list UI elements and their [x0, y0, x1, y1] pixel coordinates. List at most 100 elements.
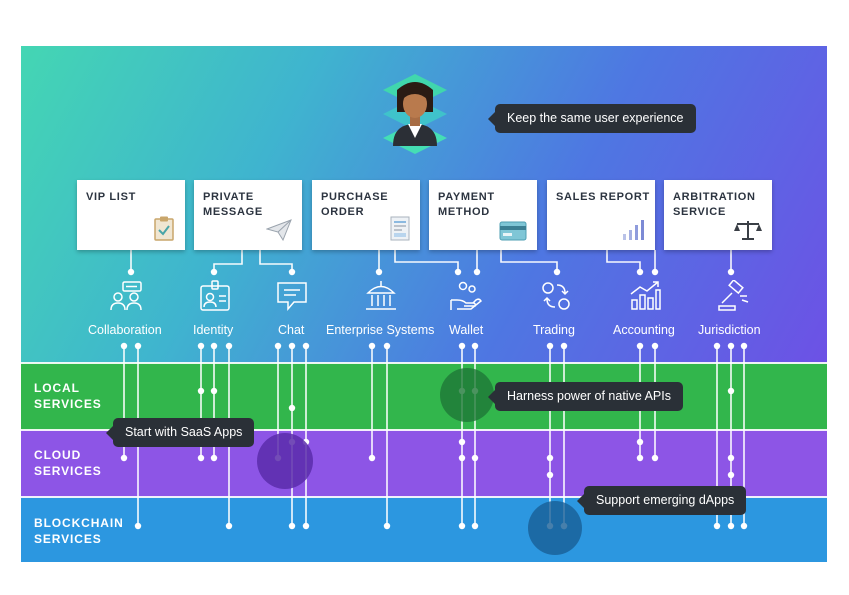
wire-top-dot	[740, 342, 748, 350]
wire-end-dot	[134, 522, 142, 530]
id-badge-icon	[200, 280, 230, 311]
category-chat: Chat	[278, 323, 305, 337]
wire-top-dot	[368, 342, 376, 350]
wire-top-dot	[288, 342, 296, 350]
band-junction-dot	[458, 454, 466, 462]
card-connector	[394, 250, 459, 272]
card-purchase-order[interactable]: PURCHASE ORDER	[312, 180, 420, 250]
card-title: ARBITRATION SERVICE	[673, 191, 756, 218]
saas-apps-callout: Start with SaaS Apps	[105, 418, 255, 447]
junction-dot	[651, 268, 659, 276]
native-apis-callout: Harness power of native APIs	[488, 382, 683, 411]
band-label-blockchain: BLOCKCHAIN SERVICES	[34, 516, 124, 546]
wire-top-dot	[560, 342, 568, 350]
category-enterprise-systems: Enterprise Systems	[326, 323, 435, 337]
junction-dot	[473, 268, 481, 276]
card-connector	[606, 250, 641, 272]
band-divider	[21, 496, 827, 498]
band-divider	[21, 362, 827, 364]
category-wallet: Wallet	[449, 323, 484, 337]
band-junction-dot	[727, 454, 735, 462]
band-divider	[21, 429, 827, 431]
card-title: VIP LIST	[86, 191, 137, 203]
growth-chart-icon	[630, 281, 661, 310]
wire-top-dot	[546, 342, 554, 350]
band-label-cloud: CLOUD SERVICES	[34, 448, 102, 478]
wire-top-dot	[197, 342, 205, 350]
credit-card-icon	[499, 221, 527, 241]
junction-dot	[454, 268, 462, 276]
dapps-highlight	[528, 501, 582, 555]
band-junction-dot	[197, 387, 205, 395]
category-accounting: Accounting	[613, 323, 675, 337]
collaboration-icon	[110, 281, 142, 311]
wire-end-dot	[471, 522, 479, 530]
wallet-icon	[450, 281, 483, 310]
card-connector	[213, 250, 243, 272]
wire-end-dot	[713, 522, 721, 530]
category-identity: Identity	[193, 323, 234, 337]
wire-top-dot	[274, 342, 282, 350]
card-payment-method[interactable]: PAYMENT METHOD	[429, 180, 537, 250]
card-title: PAYMENT METHOD	[438, 191, 495, 218]
wire-top-dot	[471, 342, 479, 350]
band-junction-dot	[727, 471, 735, 479]
native-api-highlight	[440, 368, 494, 422]
wire-end-dot	[383, 522, 391, 530]
band-junction-dot	[546, 471, 554, 479]
wire-end-dot	[288, 522, 296, 530]
wire-end-dot	[225, 522, 233, 530]
junction-dot	[727, 268, 735, 276]
wire-top-dot	[636, 342, 644, 350]
wire-top-dot	[383, 342, 391, 350]
architecture-diagram: LOCAL SERVICES CLOUD SERVICES BLOCKCHAIN…	[21, 46, 827, 562]
gavel-icon	[718, 280, 749, 311]
wire-top-dot	[120, 342, 128, 350]
band-label-local: LOCAL SERVICES	[34, 381, 102, 411]
card-vip-list[interactable]: VIP LIST	[77, 180, 185, 250]
bank-icon	[366, 281, 396, 310]
wire-end-dot	[368, 454, 376, 462]
wire-end-dot	[197, 454, 205, 462]
bar-chart-icon	[623, 220, 644, 240]
card-connector	[259, 250, 293, 272]
card-private-message[interactable]: PRIVATE MESSAGE	[194, 180, 302, 250]
chat-bubble-icon	[277, 282, 307, 312]
wire-end-dot	[120, 454, 128, 462]
wire-end-dot	[210, 454, 218, 462]
wire-top-dot	[134, 342, 142, 350]
exchange-icon	[542, 282, 570, 310]
user-avatar-icon	[383, 74, 447, 154]
scales-icon	[734, 221, 762, 240]
card-title: PRIVATE MESSAGE	[203, 191, 263, 218]
band-junction-dot	[471, 454, 479, 462]
junction-dot	[127, 268, 135, 276]
wire-end-dot	[651, 454, 659, 462]
wire-top-dot	[225, 342, 233, 350]
card-arbitration-service[interactable]: ARBITRATION SERVICE	[664, 180, 772, 250]
junction-dot	[375, 268, 383, 276]
band-junction-dot	[210, 387, 218, 395]
card-sales-report[interactable]: SALES REPORT	[547, 180, 655, 250]
document-icon	[390, 216, 410, 241]
category-trading: Trading	[533, 323, 575, 337]
wire-top-dot	[458, 342, 466, 350]
category-jurisdiction: Jurisdiction	[698, 323, 761, 337]
wire-end-dot	[727, 522, 735, 530]
band-junction-dot	[636, 438, 644, 446]
wire-end-dot	[302, 522, 310, 530]
wire-top-dot	[727, 342, 735, 350]
junction-dot	[636, 268, 644, 276]
band-junction-dot	[727, 387, 735, 395]
wire-top-dot	[302, 342, 310, 350]
band-junction-dot	[288, 404, 296, 412]
category-collaboration: Collaboration	[88, 323, 162, 337]
saas-highlight	[257, 433, 313, 489]
band-junction-dot	[458, 438, 466, 446]
junction-dot	[288, 268, 296, 276]
card-title: PURCHASE ORDER	[321, 191, 389, 218]
paper-plane-icon	[266, 219, 292, 241]
user-experience-callout: Keep the same user experience	[488, 104, 696, 133]
junction-dot	[210, 268, 218, 276]
wire-top-dot	[713, 342, 721, 350]
